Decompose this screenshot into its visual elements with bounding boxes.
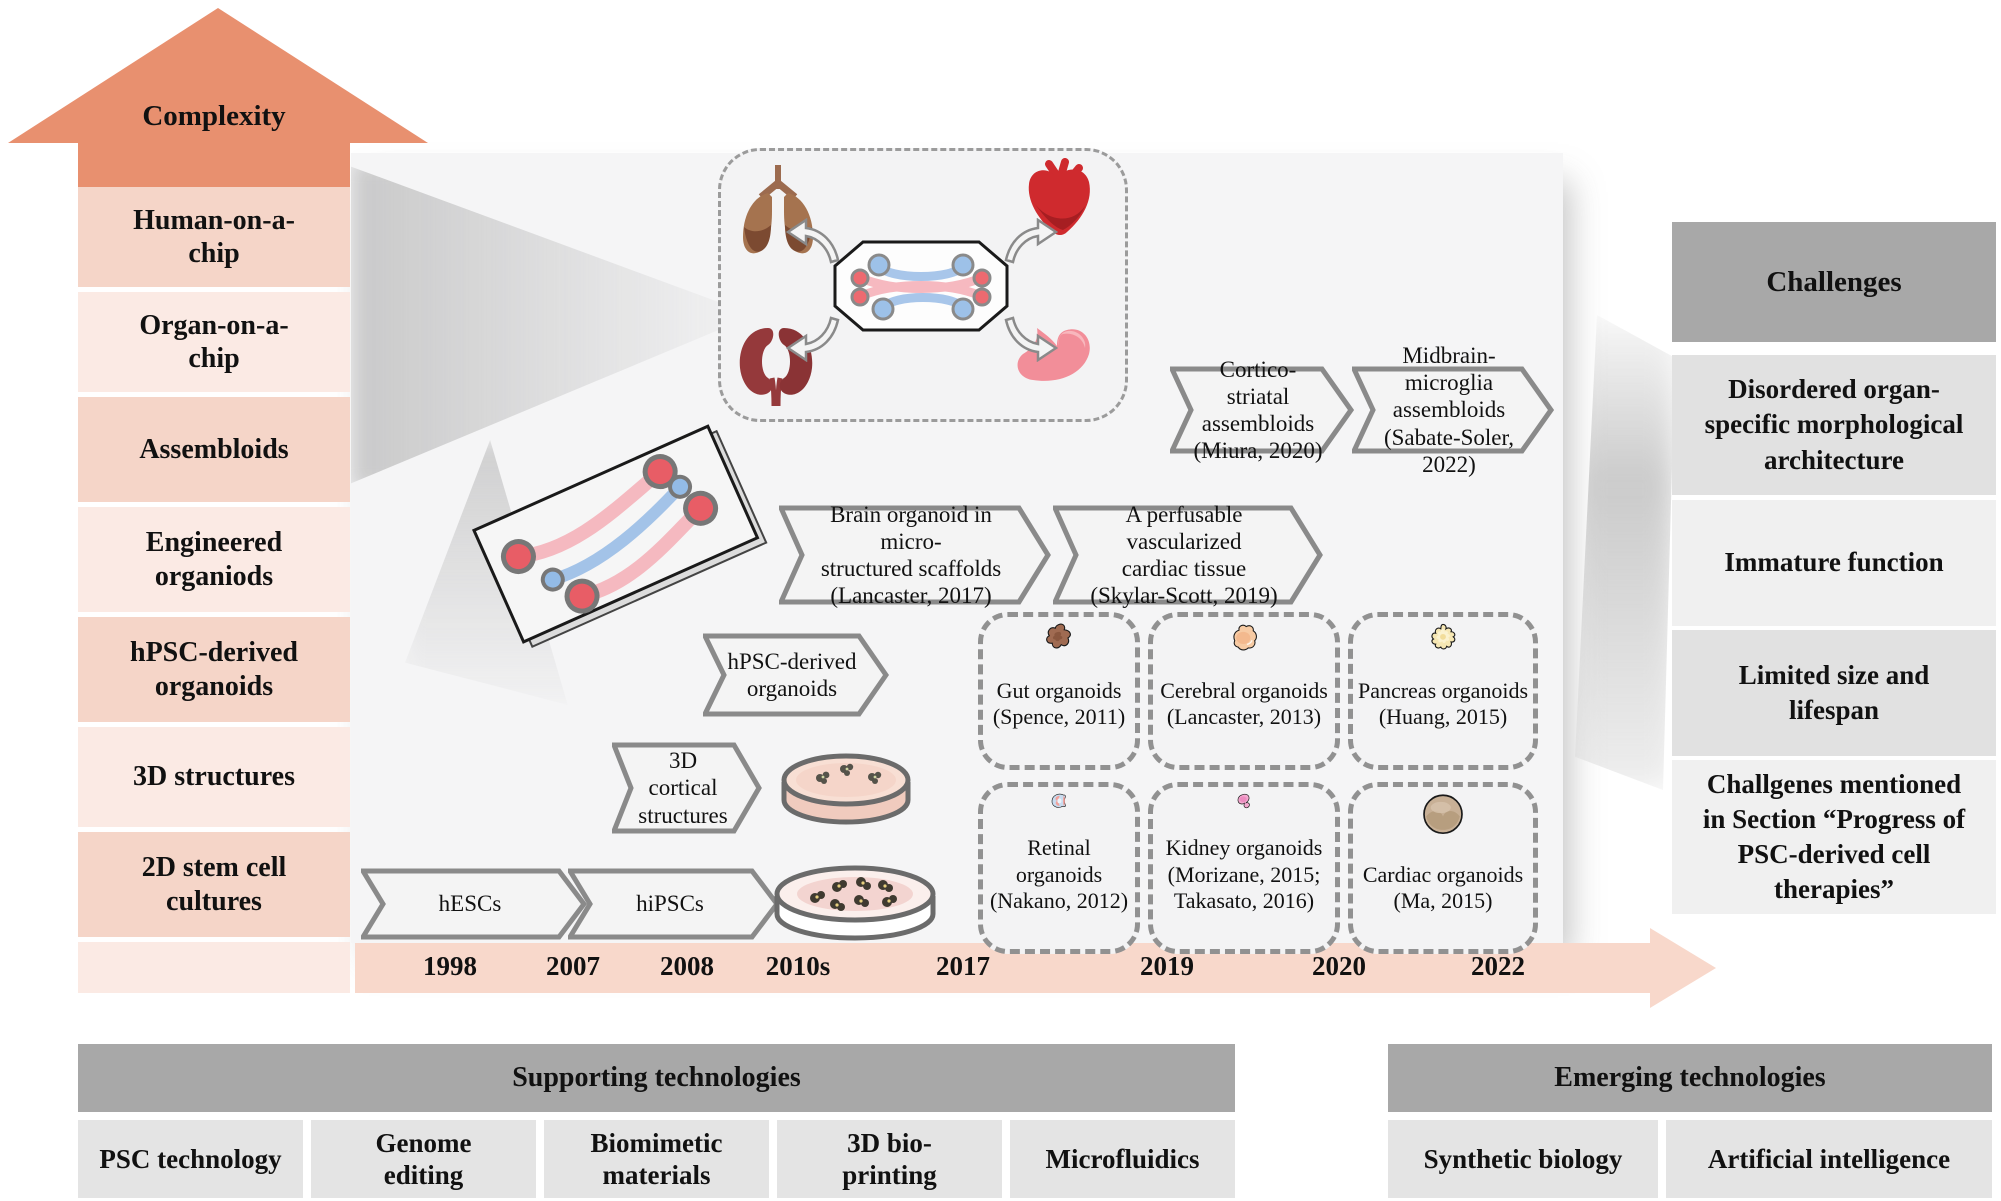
timeline-year: 2010s: [765, 951, 831, 981]
card-cerebral-organoids: Cerebral organoids(Lancaster, 2013): [1148, 612, 1340, 770]
banner-midbrain-microglia-label: Midbrain-microglia assembloids (Sabate-S…: [1383, 343, 1514, 477]
tech-synthetic-biology: Synthetic biology: [1388, 1120, 1658, 1198]
retinal-organoid-icon: [1051, 793, 1066, 808]
banner-3d-cortical-structures: 3D cortical structures: [612, 742, 762, 834]
banner-3d-cortical-label: 3D cortical structures: [638, 748, 728, 828]
banner-cortico-striatal: Cortico-striatal assembloids (Miura, 202…: [1170, 356, 1354, 464]
supporting-technologies-header: Supporting technologies: [78, 1044, 1235, 1112]
timeline-year: 2007: [546, 951, 600, 981]
challenge-item: Challgenes mentioned in Section “Progres…: [1672, 760, 1996, 914]
banner-cortico-striatal-label: Cortico-striatal assembloids (Miura, 202…: [1193, 356, 1323, 464]
timeline-arrowhead: [1650, 928, 1716, 1008]
petri-dish-2d-cultures-icon: [774, 865, 936, 941]
kidney-organoid-icon: [1237, 793, 1250, 809]
timeline-year: 1998: [423, 951, 477, 981]
tech-genome-editing: Genome editing: [311, 1120, 536, 1198]
card-pancreas-organoids: Pancreas organoids(Huang, 2015): [1348, 612, 1538, 770]
card-caption: Cerebral organoids(Lancaster, 2013): [1160, 677, 1328, 730]
timeline-year: 2019: [1140, 951, 1194, 981]
emerging-technologies-header: Emerging technologies: [1388, 1044, 1992, 1112]
challenge-item: Immature function: [1672, 500, 1996, 626]
tech-artificial-intelligence: Artificial intelligence: [1666, 1120, 1992, 1198]
cardiac-organoid-icon: [1423, 794, 1463, 835]
tech-psc-technology: PSC technology: [78, 1120, 303, 1198]
level-empty: [78, 942, 350, 993]
card-caption: Pancreas organoids(Huang, 2015): [1357, 677, 1529, 730]
banner-perfusable-cardiac-label: A perfusable vascularized cardiac tissue…: [1090, 501, 1278, 609]
stomach-icon: [1017, 328, 1090, 381]
organ-on-chip-device-icon: [471, 424, 768, 649]
timeline-year: 2017: [936, 951, 990, 981]
challenge-item: Limited size and lifespan: [1672, 630, 1996, 756]
level-3d-structures: 3D structures: [78, 727, 350, 827]
card-cardiac-organoids: Cardiac organoids(Ma, 2015): [1348, 782, 1538, 954]
banner-hescs-label: hESCs: [438, 891, 502, 917]
banner-hpsc-derived-organoids: hPSC-derived organoids: [703, 633, 889, 717]
shadow-beam-right: [1575, 315, 1675, 790]
banner-brain-organoid-label: Brain organoid in micro- structured scaf…: [820, 501, 1002, 609]
card-caption: Cardiac organoids(Ma, 2015): [1362, 861, 1524, 914]
arrow-to-heart-icon: [1004, 218, 1058, 264]
heart-icon: [1028, 158, 1090, 235]
complexity-axis-label: Complexity: [142, 100, 286, 132]
level-engineered-organoids: Engineered organiods: [78, 507, 350, 612]
petri-dish-3d-structures-icon: [781, 753, 911, 825]
arrow-to-kidneys-icon: [786, 316, 840, 362]
timeline-year: 2020: [1312, 951, 1366, 981]
pancreas-organoid-icon: [1431, 623, 1456, 650]
level-2d-stem-cell-cultures: 2D stem cell cultures: [78, 832, 350, 937]
banner-hipscs-label: hiPSCs: [636, 891, 704, 917]
banner-brain-organoid-scaffolds: Brain organoid in micro- structured scaf…: [779, 501, 1051, 609]
card-kidney-organoids: Kidney organoids(Morizane, 2015; Takasat…: [1148, 782, 1340, 954]
card-caption: Retinal organoids(Nakano, 2012): [989, 835, 1129, 914]
arrow-to-stomach-icon: [1004, 316, 1058, 362]
banner-hescs: hESCs: [361, 868, 587, 940]
challenge-item: Disordered organ- specific morphological…: [1672, 355, 1996, 495]
level-human-on-a-chip: Human-on-a- chip: [78, 187, 350, 287]
card-gut-organoids: Gut organoids(Spence, 2011): [978, 612, 1140, 770]
level-assembloids: Assembloids: [78, 397, 350, 502]
cerebral-organoid-icon: [1233, 624, 1257, 651]
card-retinal-organoids: Retinal organoids(Nakano, 2012): [978, 782, 1140, 954]
card-caption: Gut organoids(Spence, 2011): [992, 677, 1126, 730]
banner-hipscs: hiPSCs: [568, 868, 780, 940]
level-hpsc-derived-organoids: hPSC-derived organoids: [78, 617, 350, 722]
chip-icon: [833, 240, 1009, 332]
banner-midbrain-microglia: Midbrain-microglia assembloids (Sabate-S…: [1352, 343, 1554, 477]
card-caption: Kidney organoids(Morizane, 2015; Takasat…: [1165, 835, 1323, 914]
gut-organoid-icon: [1046, 623, 1071, 649]
tech-biomimetic-materials: Biomimetic materials: [544, 1120, 769, 1198]
banner-perfusable-cardiac: A perfusable vascularized cardiac tissue…: [1053, 501, 1323, 609]
banner-hpsc-derived-label: hPSC-derived organoids: [727, 648, 857, 701]
timeline-year: 2008: [660, 951, 714, 981]
level-organ-on-a-chip: Organ-on-a- chip: [78, 292, 350, 392]
arrow-to-lungs-icon: [786, 218, 840, 264]
tech-microfluidics: Microfluidics: [1010, 1120, 1235, 1198]
timeline-year: 2022: [1471, 951, 1525, 981]
complexity-arrow-stem: [78, 141, 350, 187]
challenges-header: Challenges: [1672, 222, 1996, 342]
tech-3d-bioprinting: 3D bio- printing: [777, 1120, 1002, 1198]
